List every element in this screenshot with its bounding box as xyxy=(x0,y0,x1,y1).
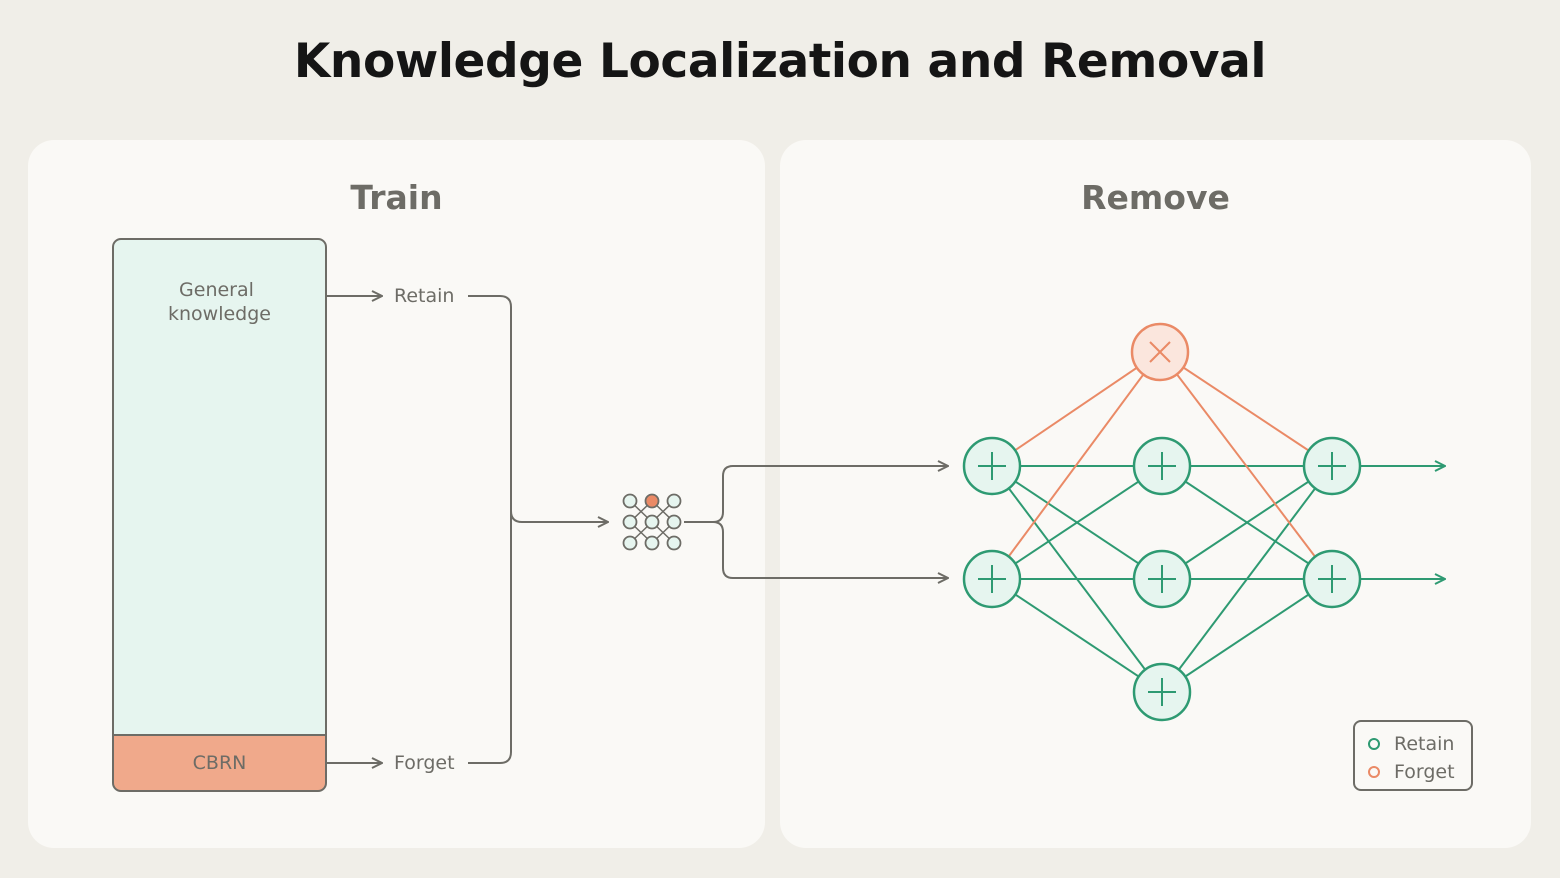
plus-icon xyxy=(978,565,1006,593)
to-model-arrow xyxy=(510,510,608,522)
model-icon-node xyxy=(666,535,682,551)
model-icon-node xyxy=(622,493,638,509)
retain-edge xyxy=(1161,465,1333,580)
plus-icon xyxy=(1148,565,1176,593)
model-icon-node xyxy=(644,514,660,530)
cross-icon xyxy=(1149,341,1171,363)
model-icon-node xyxy=(666,493,682,509)
retain-node xyxy=(1302,549,1362,609)
model-output-flow xyxy=(684,466,948,578)
forget-edge xyxy=(991,351,1161,580)
retain-node xyxy=(1132,549,1192,609)
retain-node xyxy=(962,436,1022,496)
forget-edge xyxy=(1159,351,1333,467)
retain-node xyxy=(1132,436,1192,496)
plus-icon xyxy=(1148,678,1176,706)
upper-output-arrow xyxy=(722,466,948,477)
legend: Retain Forget xyxy=(1353,720,1473,791)
retain-node xyxy=(962,549,1022,609)
legend-retain: Retain xyxy=(1368,732,1454,756)
train-heading: Train xyxy=(350,178,443,217)
retain-edge xyxy=(991,578,1163,693)
remove-heading: Remove xyxy=(1081,178,1230,217)
forget-dot-icon xyxy=(1368,766,1380,778)
merge-bracket xyxy=(468,295,512,764)
legend-retain-label: Retain xyxy=(1394,733,1455,755)
diagram-title: Knowledge Localization and Removal xyxy=(293,34,1267,89)
plus-icon xyxy=(1318,565,1346,593)
cbrn-block xyxy=(113,735,326,791)
dataset-stack: General knowledge CBRN xyxy=(112,238,327,792)
legend-forget-label: Forget xyxy=(1394,761,1455,783)
plus-icon xyxy=(978,452,1006,480)
general-knowledge-label: General knowledge xyxy=(168,279,271,325)
model-icon-node xyxy=(644,535,660,551)
plus-icon xyxy=(1318,452,1346,480)
retain-edge xyxy=(1161,465,1333,693)
network-nodes xyxy=(962,322,1362,722)
cbrn-label: CBRN xyxy=(193,752,247,774)
retain-node xyxy=(1132,662,1192,722)
forget-label: Forget xyxy=(394,752,455,774)
retain-node xyxy=(1302,436,1362,496)
model-icon xyxy=(622,493,682,551)
lower-output-arrow xyxy=(712,521,948,578)
general-knowledge-block xyxy=(113,239,326,791)
train-flow: Retain Forget xyxy=(326,285,608,774)
forget-edge xyxy=(1159,351,1333,580)
retain-dot-icon xyxy=(1368,738,1380,750)
retain-edge xyxy=(991,465,1163,580)
legend-forget: Forget xyxy=(1368,760,1455,784)
model-icon-node xyxy=(644,493,660,509)
forget-node xyxy=(1130,322,1190,382)
model-icon-node xyxy=(622,514,638,530)
network-output-arrows xyxy=(1360,466,1445,579)
model-icon-node xyxy=(666,514,682,530)
model-icon-node xyxy=(622,535,638,551)
retain-edge xyxy=(1161,578,1333,693)
retain-label: Retain xyxy=(394,285,454,307)
forget-connections xyxy=(991,351,1333,580)
dataset-outline xyxy=(112,238,327,792)
plus-icon xyxy=(1148,452,1176,480)
forget-edge xyxy=(991,351,1161,467)
